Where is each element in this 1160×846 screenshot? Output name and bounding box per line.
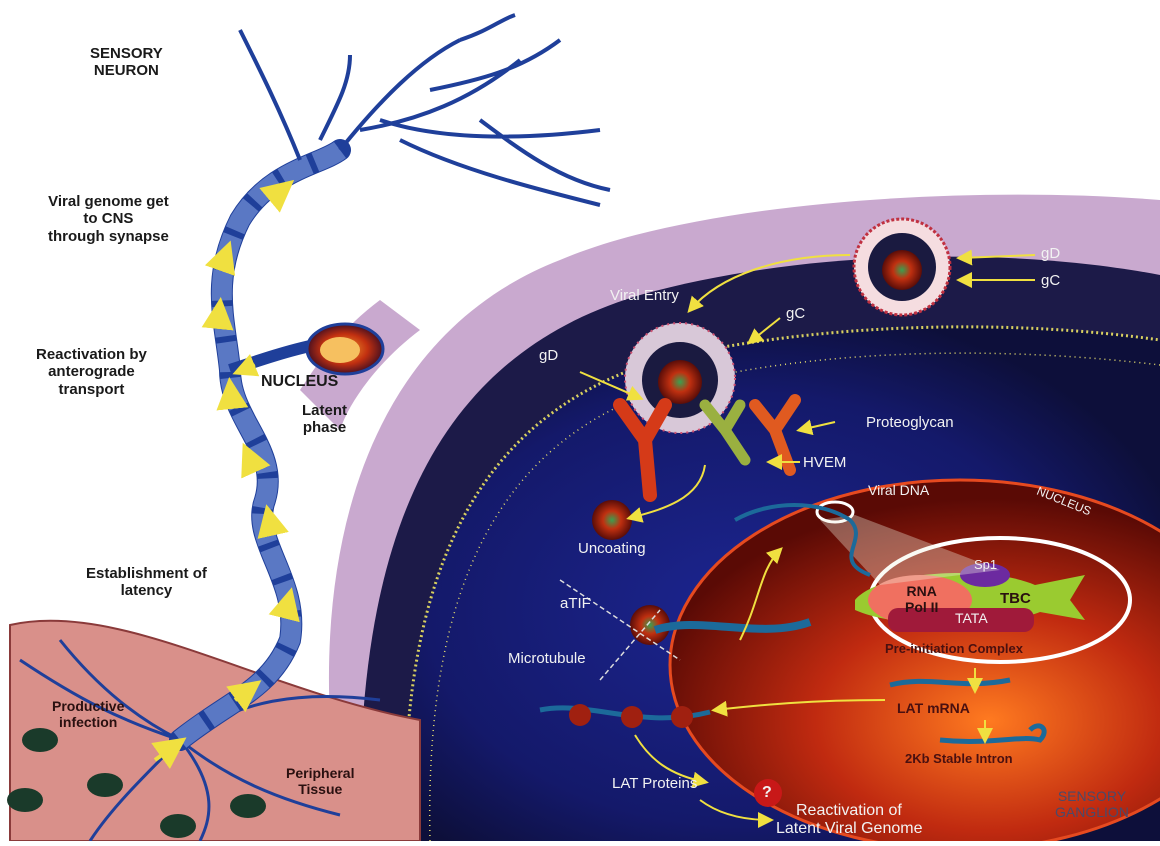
label-viral-dna: Viral DNA xyxy=(868,482,929,498)
free-virion xyxy=(854,219,950,315)
label-tata: TATA xyxy=(955,610,988,626)
label-uncoating: Uncoating xyxy=(578,540,646,557)
label-nucleus-neuron: NUCLEUS xyxy=(261,373,338,391)
label-viral-entry: Viral Entry xyxy=(610,287,679,304)
label-hvem: HVEM xyxy=(803,454,846,471)
label-gC-mid: gC xyxy=(786,305,805,322)
label-lat-proteins: LAT Proteins xyxy=(612,775,697,792)
label-pre-initiation: Pre-initiation Complex xyxy=(885,642,1023,657)
label-gC-top: gC xyxy=(1041,272,1060,289)
label-sp1: Sp1 xyxy=(974,558,997,573)
label-lat-mrna: LAT mRNA xyxy=(897,700,970,716)
label-microtubule: Microtubule xyxy=(508,650,586,667)
question-mark: ? xyxy=(762,784,772,802)
label-tbc: TBC xyxy=(1000,590,1031,607)
label-proteoglycan: Proteoglycan xyxy=(866,414,954,431)
label-stable-intron: 2Kb Stable Intron xyxy=(905,752,1013,767)
label-gD-left: gD xyxy=(539,347,558,364)
label-atif: aTIF xyxy=(560,595,591,612)
label-gD-top: gD xyxy=(1041,245,1060,262)
